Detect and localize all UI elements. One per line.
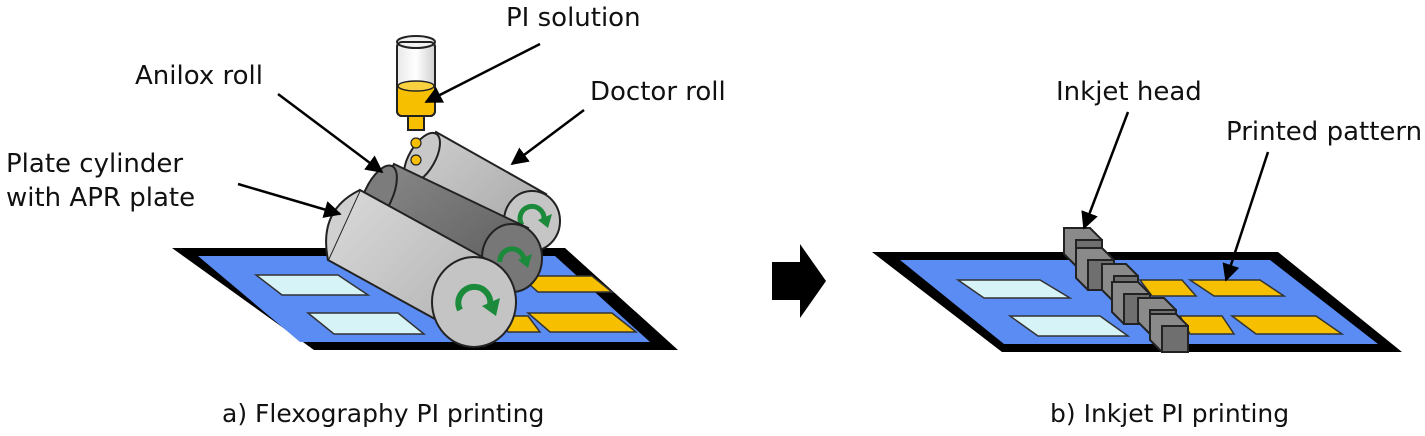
label-plate-cylinder-line1: Plate cylinder <box>6 149 183 179</box>
panel-b-inkjet: Inkjet head Printed pattern b) Inkjet PI… <box>872 77 1422 428</box>
caption-b: b) Inkjet PI printing <box>1050 399 1289 428</box>
label-doctor-roll: Doctor roll <box>590 77 726 107</box>
process-arrow-icon <box>772 244 826 318</box>
leader-arrow-inkjet-head <box>1081 111 1130 230</box>
panel-a-flexography: PI solution Anilox roll Doctor roll Plat… <box>6 3 726 428</box>
printed-pi-cell <box>518 275 615 293</box>
label-pi-solution: PI solution <box>506 3 641 33</box>
printed-pi-cell <box>525 312 639 333</box>
rotation-arrow-icon <box>517 203 547 227</box>
label-printed-pattern: Printed pattern <box>1226 117 1422 147</box>
leader-arrow-pi-solution <box>424 42 541 104</box>
label-plate-cylinder-line2: with APR plate <box>6 183 195 213</box>
leader-arrow-plate-cylinder <box>237 182 342 218</box>
cell-blank <box>253 274 371 296</box>
caption-a: a) Flexography PI printing <box>222 399 544 428</box>
printed-pattern-cell <box>1229 315 1345 335</box>
rotation-arrow-icon <box>497 246 527 263</box>
cell-blank <box>305 312 427 335</box>
label-inkjet-head: Inkjet head <box>1056 77 1202 107</box>
leader-arrow-doctor-roll <box>510 109 585 166</box>
leader-arrow-anilox-roll <box>277 93 384 174</box>
leader-arrow-printed-pattern <box>1222 151 1270 282</box>
inkjet-head <box>1063 227 1189 353</box>
plate-cylinder <box>325 188 517 348</box>
cell-blank <box>955 279 1073 299</box>
cell-blank <box>1007 315 1131 337</box>
label-anilox-roll: Anilox roll <box>135 61 263 91</box>
rotation-arrow-icon <box>455 283 494 312</box>
